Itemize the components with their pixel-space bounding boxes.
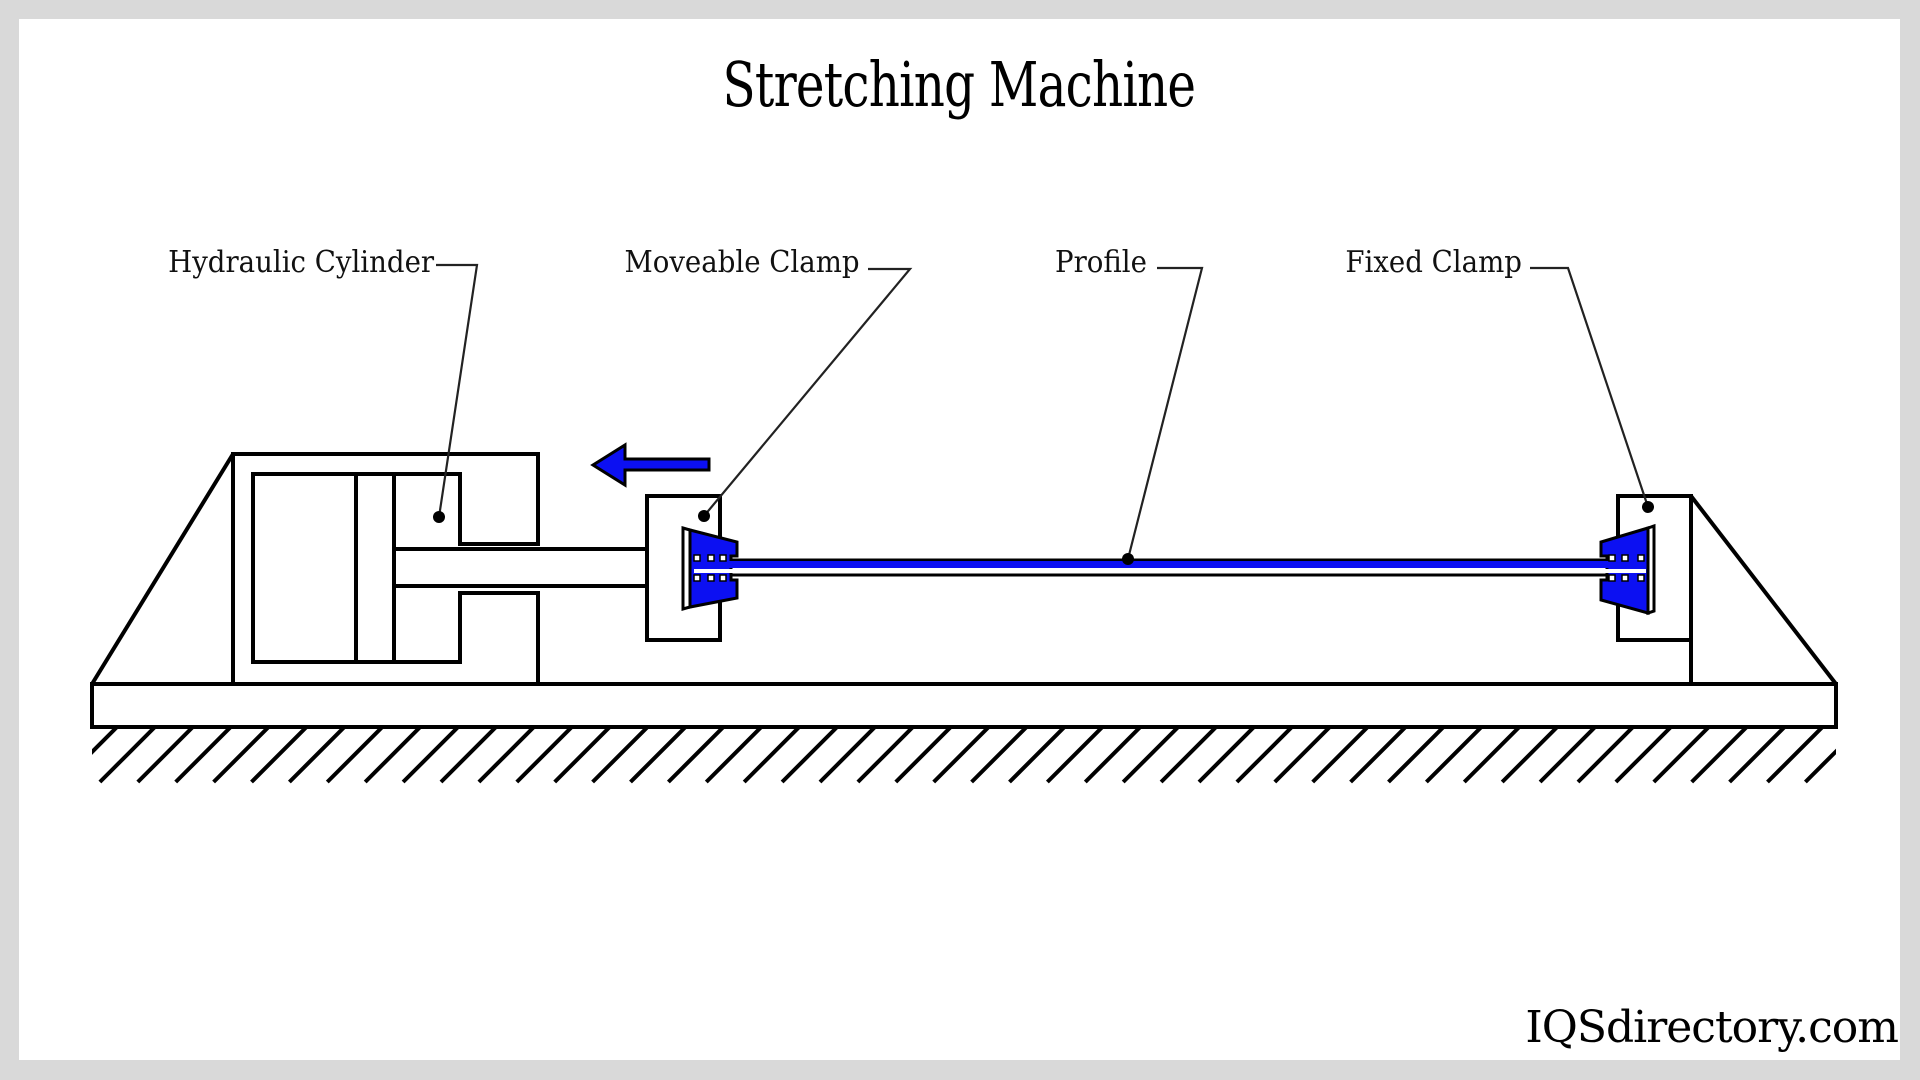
hatch-line [1045, 727, 1104, 784]
hatch-line [1576, 727, 1635, 784]
hatch-line [553, 727, 612, 784]
hatch-line [1500, 727, 1559, 784]
hatch-line [1197, 727, 1256, 784]
hatch-line [666, 727, 725, 784]
label-fixed-clamp: Fixed Clamp [1345, 245, 1522, 280]
footer-brand: IQSdirectory.com [1525, 1002, 1899, 1053]
hatch-line [1614, 727, 1673, 784]
hatch-line [1387, 727, 1445, 784]
hatch-line [1690, 727, 1749, 784]
hatch-line [1311, 727, 1370, 784]
ground-hatching [92, 727, 1836, 784]
dot-fixed-clamp [1642, 501, 1654, 513]
hatch-line [1766, 727, 1824, 784]
moveable-clamp-jaw [681, 526, 739, 611]
hatch-line [1273, 727, 1332, 784]
hatch-line [363, 727, 422, 784]
hatch-line [401, 727, 460, 784]
hatch-line [704, 727, 763, 784]
hatch-line [1008, 727, 1066, 784]
hatch-line [515, 727, 574, 784]
left-support-slope [90, 452, 235, 686]
hatch-line [1235, 727, 1294, 784]
motion-arrow-left-icon [590, 442, 711, 488]
hatch-line [1462, 727, 1521, 784]
hatch-line [932, 727, 991, 784]
hatch-line [818, 727, 877, 784]
hatch-line [174, 727, 233, 784]
hatch-line [477, 727, 536, 784]
hatch-line [136, 727, 195, 784]
dot-hydraulic-cylinder [433, 511, 445, 523]
hatch-line [1083, 727, 1142, 784]
profile-workpiece [688, 558, 1650, 577]
hatch-line [1159, 727, 1218, 784]
label-hydraulic-cylinder: Hydraulic Cylinder [168, 245, 434, 280]
diagram-title: Stretching Machine [722, 48, 1196, 121]
hatch-line [1803, 748, 1836, 784]
hatch-line [98, 727, 157, 784]
hatch-line [742, 727, 801, 784]
leader-lines [436, 263, 1650, 560]
piston [354, 472, 396, 664]
leader-dots [433, 501, 1654, 565]
hatch-line [780, 727, 839, 784]
diagram-panel [19, 19, 1900, 1060]
hatch-line [1121, 727, 1180, 784]
hatch-line [894, 727, 953, 784]
dot-profile [1122, 553, 1134, 565]
leader-hydraulic-cylinder [436, 263, 479, 518]
right-support-slope [1689, 494, 1838, 686]
hatch-line [1424, 727, 1483, 784]
hatch-line [1349, 727, 1408, 784]
piston-rod [392, 547, 649, 588]
hatch-line [1728, 727, 1787, 784]
hatch-line [250, 727, 308, 784]
fixed-clamp-jaw [1599, 523, 1656, 616]
hatch-line [629, 727, 687, 784]
hatch-line [287, 727, 346, 784]
hatch-line [439, 727, 498, 784]
leader-moveable-clamp [703, 267, 913, 517]
label-moveable-clamp: Moveable Clamp [624, 245, 860, 280]
hatch-line [1538, 727, 1597, 784]
hatch-line [1652, 727, 1711, 784]
hatch-line [325, 727, 384, 784]
machine-base [90, 682, 1838, 729]
hatch-line [92, 727, 119, 755]
hatch-line [212, 727, 271, 784]
hatch-line [970, 727, 1029, 784]
hatch-line [856, 727, 915, 784]
dot-moveable-clamp [698, 510, 710, 522]
leader-profile [1126, 266, 1204, 560]
leader-fixed-clamp [1530, 266, 1650, 508]
label-profile: Profile [1055, 245, 1147, 280]
hatch-line [591, 727, 650, 784]
